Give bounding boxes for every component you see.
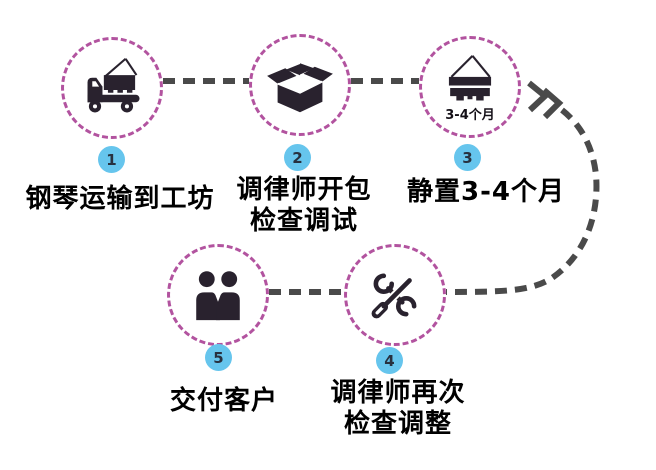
connector-curve-step3-step4 [445,107,600,295]
step-number-badge-3: 3 [454,144,481,171]
step-label-line: 交付客户 [169,386,279,416]
open-box-icon [267,63,333,113]
arrow-chevron-icon [542,87,564,120]
step-circle-1 [61,37,163,139]
rest-duration-caption: 3-4个月 [445,107,495,123]
step-label-line: 静置3-4个月 [407,177,565,207]
tools-icon [371,273,417,319]
step-circle-4 [344,244,446,346]
step-label-line: 调律师开包 [236,175,372,205]
step-label-line: 调律师再次 [330,378,466,408]
step-number-badge-5: 5 [205,344,232,371]
piano-truck-icon [87,57,140,113]
step-number-badge-1: 1 [98,146,125,173]
piano-icon [448,54,492,100]
step-number-badge-2: 2 [284,144,311,171]
step-label-5: 交付客户 [170,386,278,417]
step-label-line: 检查调整 [343,409,453,439]
step-label-4: 调律师再次 检查调整 [330,378,465,440]
step-label-2: 调律师开包 检查调试 [236,175,371,237]
step-label-1: 钢琴运输到工坊 [25,184,214,215]
arrow-chevron-icon [527,80,550,113]
step-circle-2 [249,34,351,136]
handshake-people-icon [196,271,240,321]
step-label-line: 检查调试 [249,206,359,236]
step-label-3: 静置3-4个月 [407,177,565,208]
step-circle-5 [167,244,269,346]
step-label-line: 钢琴运输到工坊 [25,184,215,214]
step-circle-3: 3-4个月 [419,36,521,138]
step-number-badge-4: 4 [376,347,403,374]
